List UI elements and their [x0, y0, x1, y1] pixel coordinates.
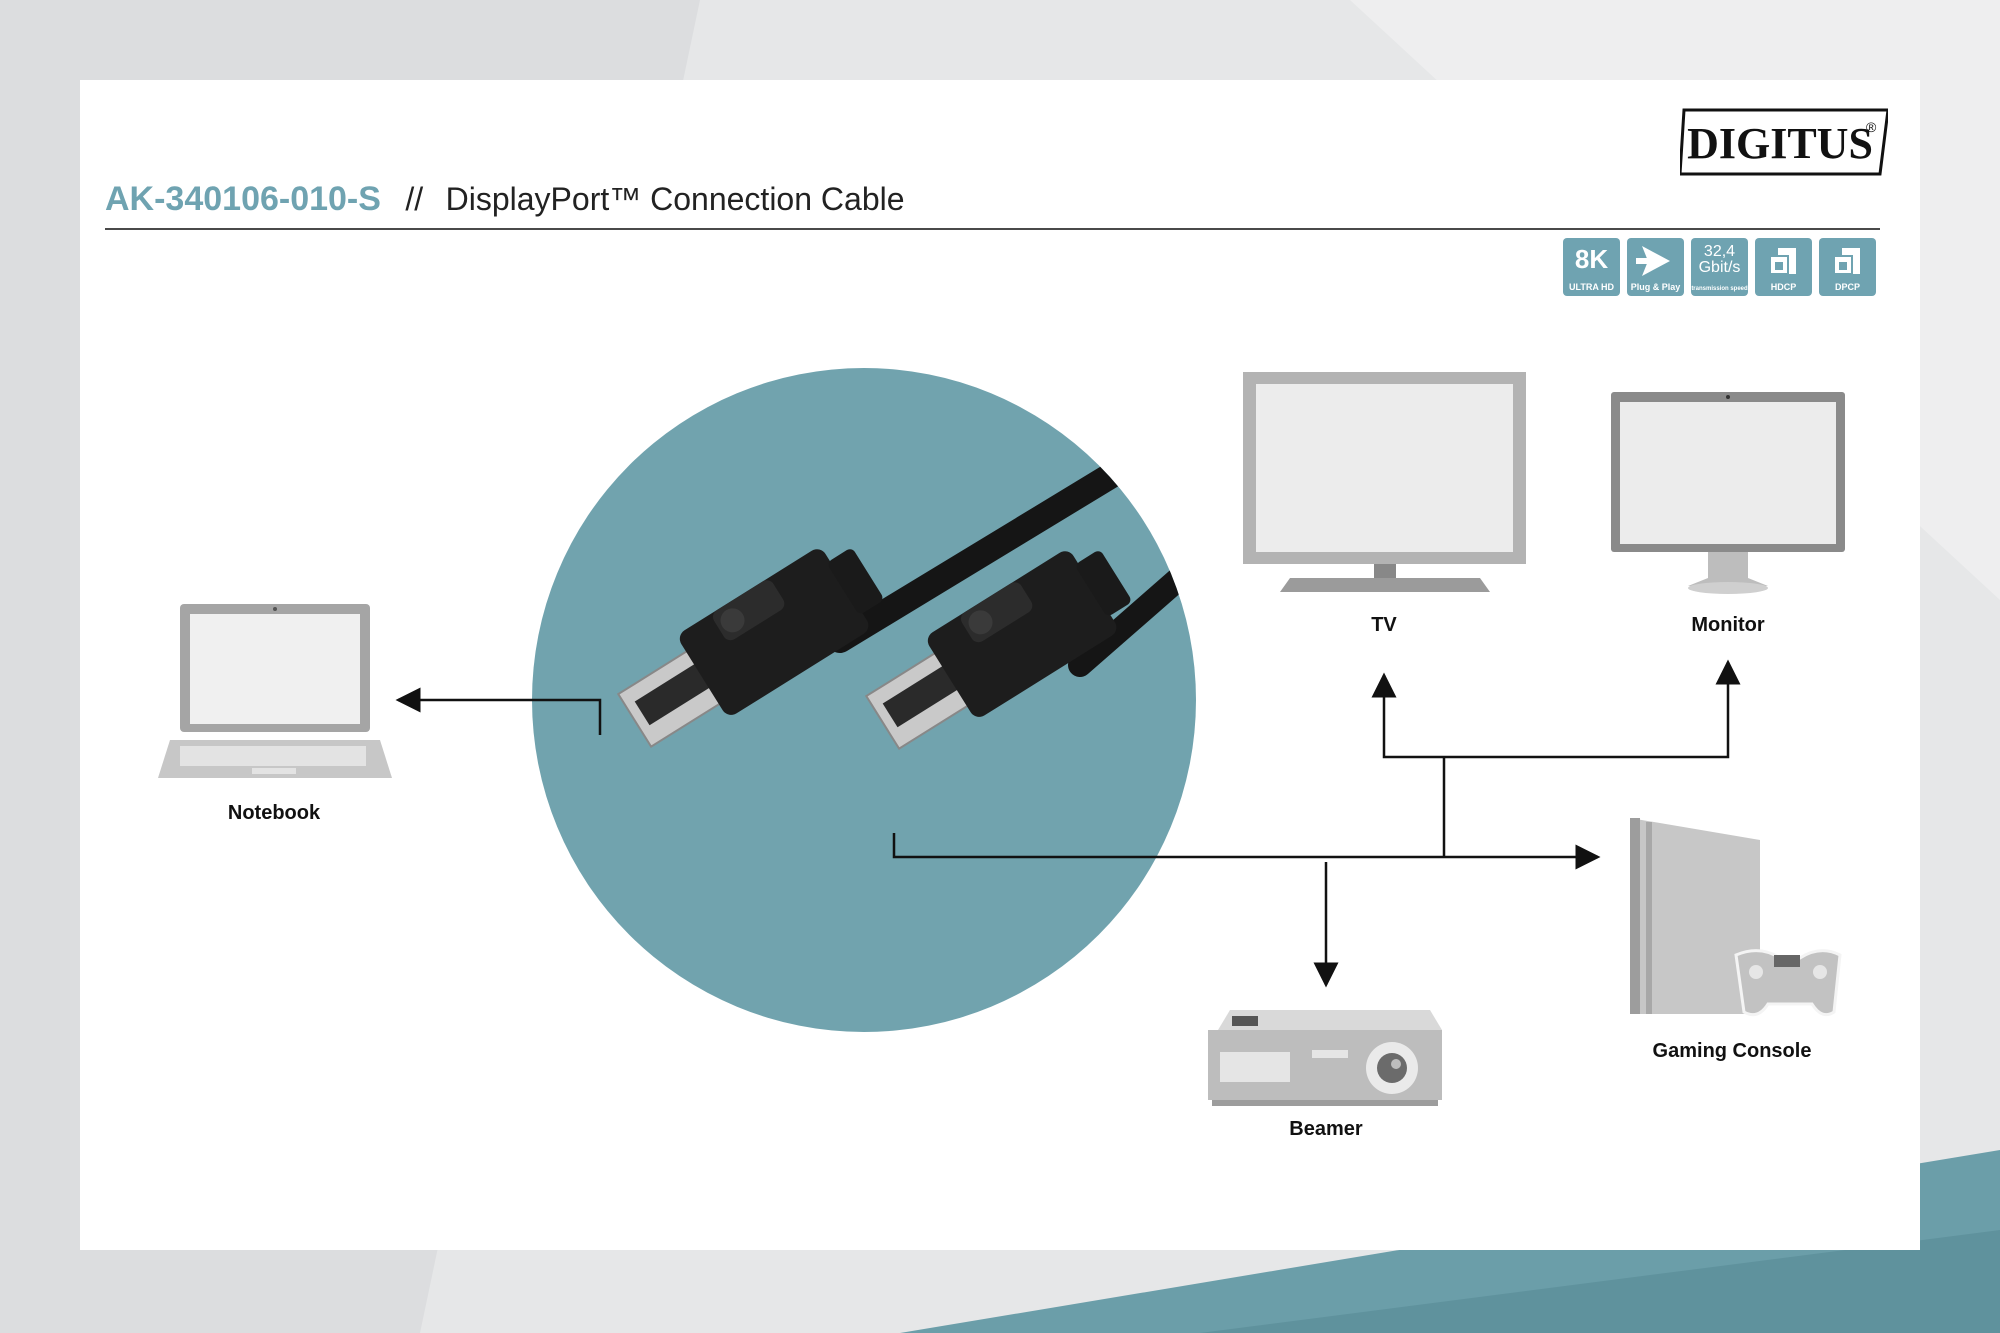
page-title: DisplayPort™ Connection Cable	[445, 181, 905, 217]
8k-icon: 8K	[1574, 244, 1609, 274]
hdcp-icon	[1768, 248, 1796, 275]
page-header: AK-340106-010-S // DisplayPort™ Connecti…	[105, 180, 1880, 230]
notebook-icon	[158, 604, 392, 778]
arrow-to-tv	[1371, 672, 1444, 759]
arrow-to-notebook	[395, 687, 602, 735]
gaming-console-icon	[1630, 818, 1842, 1017]
label-beamer: Beamer	[1289, 1118, 1363, 1140]
label-gaming-console: Gaming Console	[1652, 1040, 1812, 1062]
logo-registered: ®	[1866, 119, 1877, 135]
beamer-icon	[1208, 1010, 1442, 1106]
dpcp-icon	[1832, 248, 1860, 275]
label-tv: TV	[1371, 614, 1397, 636]
label-notebook: Notebook	[227, 802, 321, 824]
badge-label: HDCP	[1770, 282, 1797, 292]
badge-label: ULTRA HD	[1569, 282, 1614, 292]
arrow-to-monitor	[1444, 659, 1741, 759]
plug-and-play-icon	[1635, 246, 1670, 276]
badge-8k: 8K ULTRA HD	[1563, 238, 1620, 296]
badge-label: DPCP	[1834, 282, 1860, 292]
badge-hdcp: HDCP	[1755, 238, 1812, 296]
tv-icon	[1243, 372, 1526, 592]
monitor-icon	[1611, 392, 1845, 594]
displayport-plug-1	[616, 549, 883, 749]
badge-label: transmission speed	[1691, 286, 1748, 292]
displayport-plug-2	[864, 551, 1131, 751]
label-monitor: Monitor	[1691, 614, 1765, 636]
speed-icon: 32,4 Gbit/s	[1698, 243, 1741, 276]
product-sku: AK-340106-010-S	[105, 180, 381, 218]
badge-speed: 32,4 Gbit/s transmission speed	[1691, 238, 1748, 296]
badge-dpcp: DPCP	[1819, 238, 1876, 296]
connection-arrows	[395, 659, 1741, 988]
digitus-logo: DIGITUS ®	[1678, 108, 1890, 176]
arrow-main-line	[892, 833, 1601, 870]
logo-text: DIGITUS	[1687, 119, 1873, 168]
badge-plug-and-play: Plug & Play	[1627, 238, 1684, 296]
badge-label: Plug & Play	[1630, 282, 1681, 292]
title-separator: //	[405, 181, 424, 217]
